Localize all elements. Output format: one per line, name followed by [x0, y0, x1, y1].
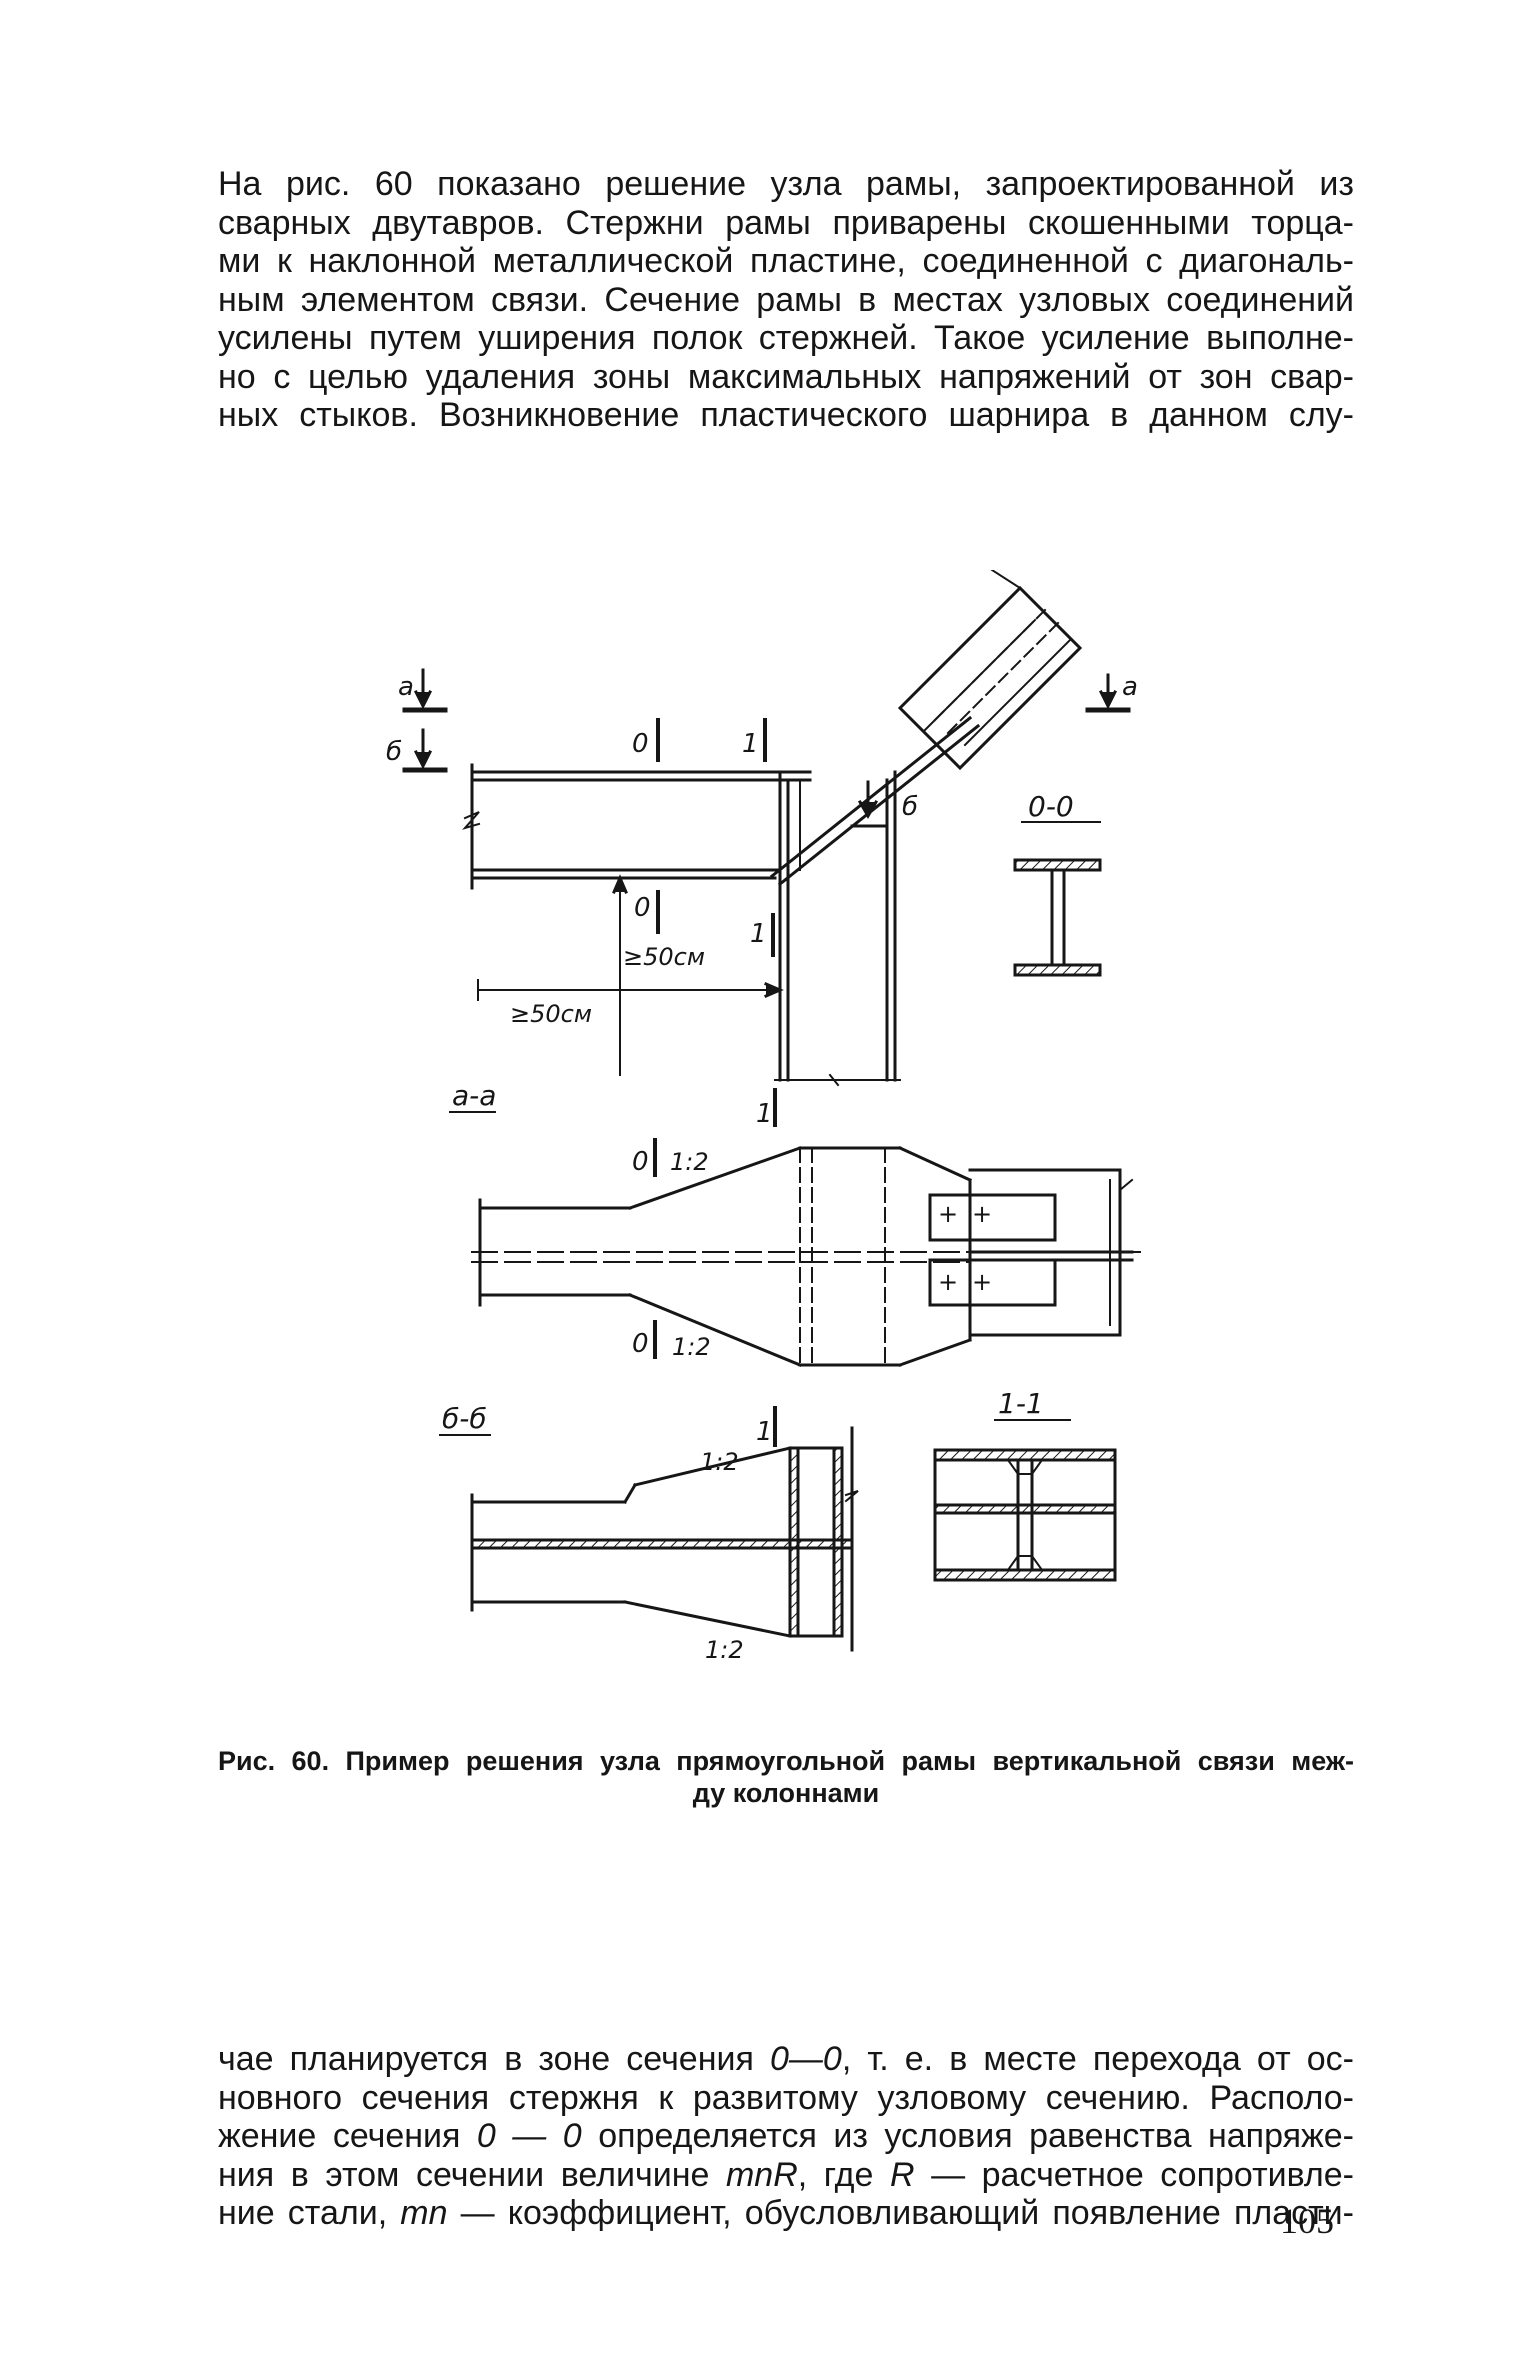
- label-section-aa: а-а: [452, 1079, 496, 1112]
- label-plus: +: [972, 1200, 992, 1228]
- section-11-outline: [933, 1448, 1117, 1582]
- label-zero-top: 0: [632, 729, 649, 759]
- label-a-left: а: [398, 672, 414, 702]
- label-section-00: 0-0: [1028, 790, 1074, 823]
- text-line: ми к наклонной металлической пластине, с…: [218, 242, 1354, 280]
- label-dim-horizontal: ≥50см: [510, 1000, 592, 1028]
- figure-caption: Рис. 60. Пример решения узла прямоугольн…: [218, 1745, 1354, 1809]
- label-b-left: б: [386, 737, 402, 767]
- text-segment: — коэффициент, обусловливающий появление…: [447, 2194, 1354, 2232]
- aa-connection-plate: [928, 1193, 1057, 1242]
- gusset-plate: [769, 715, 973, 879]
- formula: mnR: [725, 2155, 798, 2194]
- label-zero-aa-bottom: 0: [632, 1329, 649, 1359]
- text-line: чае планируется в зоне сечения 0—0, т. е…: [218, 2040, 1354, 2079]
- label-slope-aa-bottom: 1:2: [672, 1333, 711, 1361]
- text-line: новного сечения стержня к развитому узло…: [218, 2078, 1354, 2117]
- text-line: ние стали, mn — коэффициент, обусловлива…: [218, 2194, 1354, 2233]
- text-line: ния в этом сечении величине mnR, где R —…: [218, 2156, 1354, 2195]
- formula: mn: [400, 2194, 448, 2232]
- label-a-right: а: [1122, 672, 1138, 702]
- label-slope-bb-top: 1:2: [700, 1448, 739, 1476]
- label-plus: +: [938, 1200, 958, 1228]
- text-line: ным элементом связи. Сечение рамы в мест…: [218, 280, 1354, 319]
- text-segment: определяется из условия равенства напряж…: [581, 2117, 1354, 2155]
- label-b-right: б: [902, 792, 918, 822]
- text-line: усилены путем уширения полок стержней. Т…: [218, 319, 1354, 357]
- text-segment: чае планируется в зоне сечения: [218, 2040, 770, 2078]
- text-line: жение сечения 0 — 0 определяется из усло…: [218, 2117, 1354, 2156]
- text-segment: ние стали,: [218, 2194, 401, 2232]
- section-ref: 0 — 0: [476, 2117, 582, 2155]
- label-one-bb: 1: [756, 1417, 773, 1447]
- label-plus: +: [938, 1268, 958, 1296]
- label-dim-vertical: ≥50см: [623, 943, 705, 971]
- label-one-mid: 1: [750, 919, 767, 949]
- text-segment: ния в этом сечении величине: [218, 2155, 726, 2194]
- text-segment: жение сечения: [218, 2117, 477, 2155]
- label-plus: +: [972, 1268, 992, 1296]
- paragraph-top: На рис. 60 показано решение узла рамы, з…: [218, 165, 1354, 435]
- label-zero-aa-top: 0: [632, 1147, 649, 1177]
- text-line: сварных двутавров. Стержни рамы приварен…: [218, 203, 1354, 242]
- page-number: 105: [1280, 2201, 1334, 2241]
- text-line: но с целью удаления зоны максимальных на…: [218, 357, 1354, 396]
- formula: R: [889, 2155, 915, 2194]
- text-segment: , т. е. в месте перехода от ос-: [841, 2040, 1354, 2078]
- caption-line-1: Рис. 60. Пример решения узла прямоугольн…: [218, 1746, 1354, 1776]
- section-ref: 0—0: [770, 2040, 842, 2078]
- label-zero-mid: 0: [634, 893, 651, 923]
- label-one-aa: 1: [756, 1099, 773, 1129]
- frame-node-figure: а б а 0 1 б 0 1 ≥50см ≥50см 0-0 а-а 1 0 …: [386, 570, 1141, 1660]
- text-segment: — расчетное сопротивле-: [914, 2155, 1354, 2194]
- label-one-top: 1: [742, 729, 759, 759]
- text-line: ных стыков. Возникновение пластического …: [218, 396, 1354, 434]
- text-line: На рис. 60 показано решение узла рамы, з…: [218, 165, 1354, 203]
- label-slope-aa-top: 1:2: [670, 1148, 709, 1176]
- label-section-bb: б-б: [442, 1402, 487, 1435]
- text-segment: , где: [797, 2155, 890, 2194]
- caption-line-2: ду колоннами: [692, 1778, 880, 1808]
- label-slope-bb-bottom: 1:2: [705, 1636, 744, 1660]
- brace-element: [897, 585, 1083, 771]
- label-section-11: 1-1: [998, 1387, 1044, 1420]
- paragraph-bottom: чае планируется в зоне сечения 0—0, т. е…: [218, 2040, 1354, 2233]
- section-00-top-flange: [1013, 858, 1102, 872]
